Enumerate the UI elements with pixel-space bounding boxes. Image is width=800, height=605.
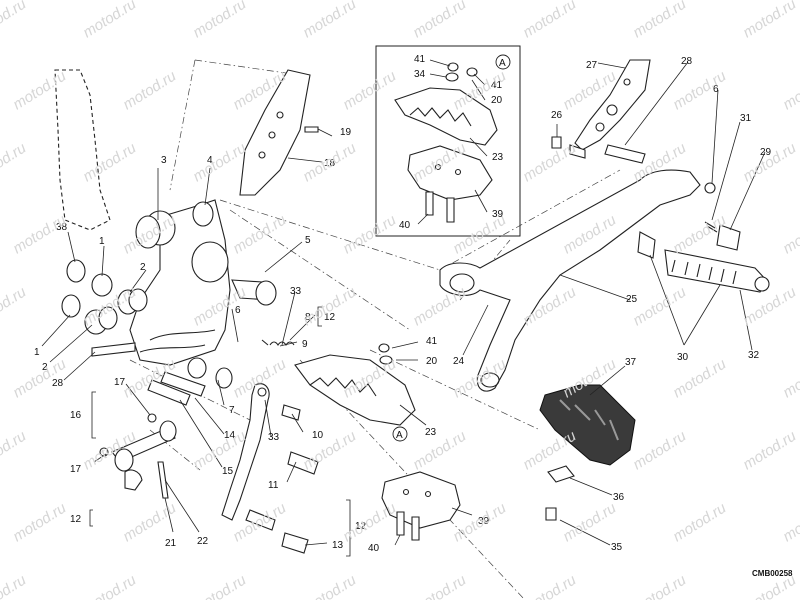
callout-23a: 23 bbox=[425, 427, 437, 438]
callout-39b: 39 bbox=[492, 209, 504, 220]
callout-2b: 2 bbox=[42, 362, 48, 373]
washers-upper bbox=[66, 259, 148, 315]
linkage-rod-16 bbox=[99, 413, 177, 499]
callout-16: 16 bbox=[70, 410, 82, 421]
callout-35: 35 bbox=[611, 542, 623, 553]
callout-5: 5 bbox=[305, 235, 311, 246]
callout-40a: 40 bbox=[368, 543, 380, 554]
callout-39a: 39 bbox=[478, 516, 490, 527]
pivot-pin-5 bbox=[231, 279, 277, 306]
callout-28b: 28 bbox=[681, 56, 693, 67]
rubber-pad-39-lower bbox=[381, 471, 461, 541]
callout-15: 15 bbox=[222, 466, 234, 477]
footrest-bracket bbox=[54, 69, 231, 366]
rearset-plate-25 bbox=[439, 169, 701, 392]
callout-25: 25 bbox=[626, 294, 638, 305]
heel-guard-27 bbox=[551, 59, 651, 164]
callout-40b: 40 bbox=[399, 220, 411, 231]
detail-view-inset bbox=[375, 45, 521, 237]
footpeg-37 bbox=[539, 384, 636, 521]
leader-lines bbox=[41, 59, 766, 557]
callout-23b: 23 bbox=[492, 152, 504, 163]
callout-7: 7 bbox=[229, 405, 235, 416]
callout-12c: 12 bbox=[70, 514, 82, 525]
callout-9: 9 bbox=[302, 339, 308, 350]
heel-guard-18 bbox=[239, 69, 319, 196]
footpeg-32 bbox=[637, 182, 770, 293]
callout-13: 13 bbox=[332, 540, 344, 551]
spring-9 bbox=[261, 339, 295, 346]
bushings-7-14 bbox=[147, 357, 233, 406]
callout-labels: 3 4 5 19 18 38 1 2 1 2 28 6 33 8 12 9 7 … bbox=[34, 54, 772, 554]
bushing-38 bbox=[135, 210, 176, 249]
detail-marker-a-main: A bbox=[392, 426, 408, 442]
callout-1a: 1 bbox=[99, 236, 105, 247]
callout-1b: 1 bbox=[34, 347, 40, 358]
callout-32: 32 bbox=[748, 350, 760, 361]
footpeg-left bbox=[294, 343, 416, 426]
pin-28-left bbox=[91, 342, 136, 357]
callout-12a: 12 bbox=[324, 312, 336, 323]
svg-text:A: A bbox=[396, 430, 403, 441]
callout-3: 3 bbox=[161, 155, 167, 166]
callout-27: 27 bbox=[586, 60, 598, 71]
shift-lever-15 bbox=[221, 383, 319, 554]
callout-17b: 17 bbox=[70, 464, 82, 475]
callout-37: 37 bbox=[625, 357, 637, 368]
callout-29: 29 bbox=[760, 147, 772, 158]
callout-6a: 6 bbox=[235, 305, 241, 316]
drawing-code: CMB00258 bbox=[752, 569, 793, 578]
callout-41c: 41 bbox=[491, 80, 503, 91]
callout-34: 34 bbox=[414, 69, 426, 80]
callout-28a: 28 bbox=[52, 378, 64, 389]
callout-31: 31 bbox=[740, 113, 752, 124]
callout-38: 38 bbox=[56, 222, 68, 233]
callout-11: 11 bbox=[268, 480, 279, 491]
callout-2a: 2 bbox=[140, 262, 146, 273]
callout-33b: 33 bbox=[268, 432, 280, 443]
svg-text:A: A bbox=[499, 58, 506, 69]
callout-8: 8 bbox=[305, 312, 311, 323]
callout-12b: 12 bbox=[355, 521, 367, 532]
callout-17a: 17 bbox=[114, 377, 126, 388]
callout-18: 18 bbox=[324, 158, 336, 169]
callout-4: 4 bbox=[207, 155, 213, 166]
callout-33a: 33 bbox=[290, 286, 302, 297]
callout-41a: 41 bbox=[426, 336, 438, 347]
callout-24: 24 bbox=[453, 356, 465, 367]
callout-20b: 20 bbox=[491, 95, 503, 106]
callout-36: 36 bbox=[613, 492, 625, 503]
callout-14: 14 bbox=[224, 430, 236, 441]
callout-26: 26 bbox=[551, 110, 563, 121]
callout-19: 19 bbox=[340, 127, 352, 138]
callout-20a: 20 bbox=[426, 356, 438, 367]
washers-lower bbox=[61, 294, 118, 335]
callout-6b: 6 bbox=[713, 84, 719, 95]
callout-21: 21 bbox=[165, 538, 177, 549]
callout-41b: 41 bbox=[414, 54, 426, 65]
callout-22: 22 bbox=[197, 536, 209, 547]
callout-10: 10 bbox=[312, 430, 324, 441]
callout-30: 30 bbox=[677, 352, 689, 363]
detail-marker-a-inset: A bbox=[495, 54, 511, 70]
